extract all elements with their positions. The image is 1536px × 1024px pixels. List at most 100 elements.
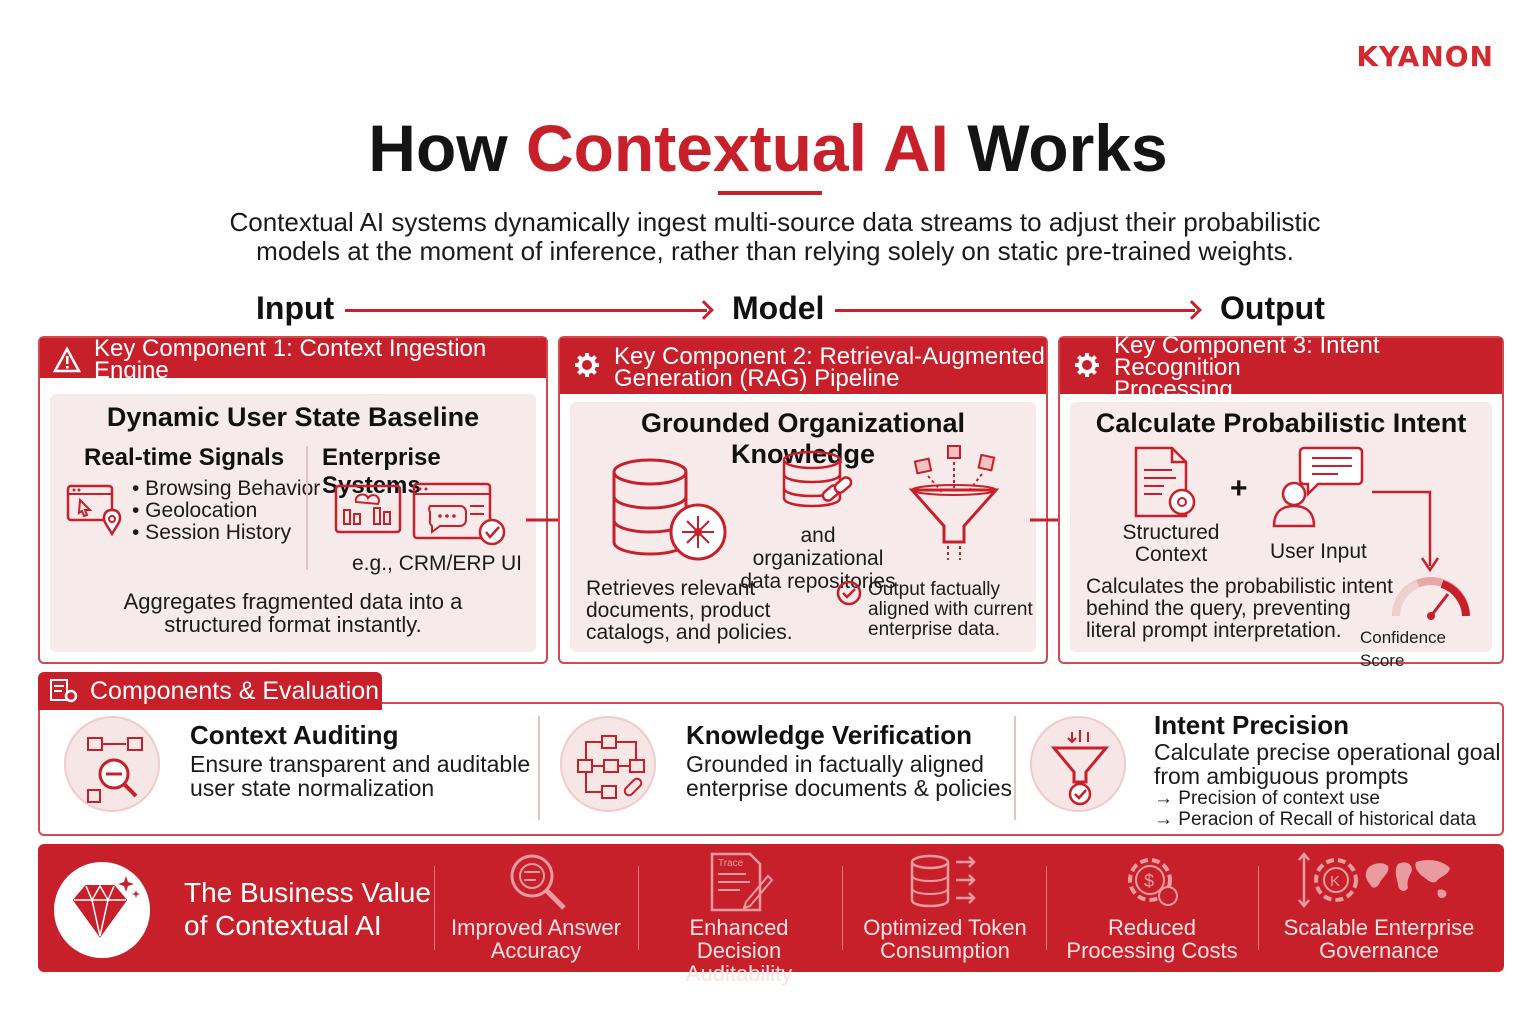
card2-left-line: catalogs, and policies.	[586, 621, 793, 644]
card1-header: Key Component 1: Context Ingestion Engin…	[40, 336, 546, 382]
knowledge-verification-title: Knowledge Verification	[686, 720, 973, 750]
value-separator	[1258, 866, 1259, 950]
user-input-label: User Input	[1270, 540, 1367, 563]
enterprise-dashboard-icon	[334, 482, 506, 546]
business-value-title: The Business Value of Contextual AI	[184, 876, 431, 942]
elbow-arrow-icon	[1372, 490, 1440, 573]
value-item-line: Consumption	[880, 938, 1010, 963]
card1-footer-line: structured format instantly.	[164, 612, 422, 637]
trace-label: Trace	[718, 858, 744, 869]
value-separator	[434, 866, 435, 950]
card-context-ingestion: Key Component 1: Context Ingestion Engin…	[38, 336, 548, 664]
card3-description: Calculates the probabilistic intent behi…	[1086, 576, 1393, 642]
flow-arrow-2-head	[1182, 300, 1202, 320]
gem-icon	[72, 876, 140, 938]
eval-text-line: Grounded in factually aligned	[686, 751, 984, 777]
card2-header-line: Generation (RAG) Pipeline	[614, 364, 900, 392]
subtitle-line-1: Contextual AI systems dynamically ingest…	[229, 207, 1321, 237]
eval-divider	[538, 716, 540, 820]
browser-location-icon	[66, 484, 122, 537]
real-time-signals-heading: Real-time Signals	[84, 444, 285, 471]
metric-item: → Peracion of Recall of historical data	[1154, 809, 1477, 830]
context-auditing-text: Ensure transparent and auditable user st…	[190, 752, 530, 800]
value-item-token: Optimized Token Consumption	[852, 916, 1038, 962]
eval-text-line: Calculate precise operational goal	[1154, 739, 1501, 765]
card2-right-line: Output factually	[868, 579, 1001, 600]
knowledge-verification-text: Grounded in factually aligned enterprise…	[686, 752, 1012, 800]
card2-left-line: documents, product	[586, 599, 771, 622]
card2-right-text: Output factually aligned with current en…	[868, 580, 1033, 640]
card1-header-label: Key Component 1: Context Ingestion Engin…	[94, 334, 487, 384]
value-item-governance: Scalable Enterprise Governance	[1272, 916, 1486, 962]
card3-header-line: Key Component 3: Intent Recognition	[1114, 331, 1380, 381]
svg-text:$: $	[1144, 871, 1154, 891]
svg-text:K: K	[1330, 873, 1340, 890]
context-auditing-icon-circle	[64, 716, 160, 812]
flow-arrow-1-head	[694, 300, 714, 320]
user-chat-icon	[1272, 446, 1364, 528]
value-item-line: Processing Costs	[1066, 938, 1238, 963]
warning-icon	[52, 346, 82, 373]
structured-context-line: Structured	[1122, 521, 1220, 544]
signal-item: • Geolocation	[132, 499, 258, 522]
card2-left-line: Retrieves relevant	[586, 577, 756, 600]
business-value-bar	[38, 844, 1504, 972]
card-intent-recognition: Key Component 3: Intent Recognition Proc…	[1058, 331, 1504, 670]
intent-precision-title: Intent Precision	[1154, 710, 1350, 740]
accuracy-search-icon	[510, 854, 566, 910]
repo-caption-line: and organizational	[752, 524, 884, 570]
filter-funnel-icon	[908, 445, 1000, 560]
card2-title: Grounded Organizational Knowledge	[640, 408, 965, 469]
flow-arrow-2	[835, 309, 1195, 312]
signals-list: • Browsing Behavior • Geolocation • Sess…	[132, 478, 320, 544]
confidence-gauge-icon	[1392, 577, 1470, 620]
page-subtitle: Contextual AI systems dynamically ingest…	[200, 208, 1350, 266]
card3-header-line: Processing	[1114, 375, 1233, 403]
repo-caption-line: data repositories	[740, 570, 896, 593]
card1-panel: Dynamic User State Baseline Real-time Si…	[50, 394, 536, 652]
card3-desc-line: Calculates the probabilistic intent	[1086, 575, 1394, 598]
eval-divider	[1014, 716, 1016, 820]
title-part-1: How	[368, 111, 526, 185]
value-item-line: Scalable Enterprise	[1283, 915, 1475, 940]
confidence-score-label: Confidence Score	[1360, 628, 1447, 670]
card2-right-line: aligned with current	[868, 599, 1033, 620]
value-item-line: Auditability	[685, 961, 793, 986]
structured-document-icon	[1134, 446, 1196, 518]
title-part-2: Works	[948, 111, 1168, 185]
eval-text-line: user state normalization	[190, 775, 435, 801]
value-item-costs: Reduced Processing Costs	[1056, 916, 1248, 962]
repo-caption: and organizational data repositories	[734, 524, 902, 593]
evaluation-tab-label: Components & Evaluation	[90, 677, 380, 705]
flow-output-label: Output	[1220, 290, 1325, 326]
eval-text-line: from ambiguous prompts	[1154, 763, 1409, 789]
flow-nodes-icon	[577, 735, 645, 799]
context-auditing-title: Context Auditing	[190, 720, 399, 750]
subtitle-line-2: models at the moment of inference, rathe…	[256, 236, 1294, 266]
trace-document-icon: Trace	[710, 852, 774, 912]
value-item-accuracy: Improved Answer Accuracy	[446, 916, 626, 962]
funnel-check-icon	[1050, 730, 1110, 806]
intent-precision-text: Calculate precise operational goal from …	[1154, 740, 1501, 788]
card1-divider	[306, 446, 308, 570]
value-item-line: Accuracy	[490, 938, 582, 963]
structured-context-line: Context	[1134, 543, 1208, 566]
value-separator	[1046, 866, 1047, 950]
card1-title: Dynamic User State Baseline	[106, 402, 480, 432]
card3-title: Calculate Probabilistic Intent	[1095, 408, 1467, 438]
card3-desc-line: literal prompt interpretation.	[1086, 619, 1342, 642]
kyanon-logo: KYANON	[1356, 40, 1494, 73]
eval-text-line: enterprise documents & policies	[686, 775, 1012, 801]
list-settings-icon	[50, 679, 78, 703]
value-item-line: Optimized Token	[863, 915, 1027, 940]
eval-text-line: Ensure transparent and auditable	[190, 751, 531, 777]
database-link-icon	[782, 450, 853, 508]
value-item-line: Improved Answer	[451, 915, 621, 940]
card3-header: Key Component 3: Intent Recognition Proc…	[1060, 331, 1502, 401]
card1-footer-line: Aggregates fragmented data into a	[123, 589, 463, 614]
title-underline	[718, 191, 822, 195]
signal-item: • Session History	[132, 521, 292, 544]
card1-footer: Aggregates fragmented data into a struct…	[50, 590, 536, 636]
card2-header-line: Key Component 2: Retrieval-Augmented	[614, 342, 1045, 370]
database-network-icon	[612, 458, 727, 561]
